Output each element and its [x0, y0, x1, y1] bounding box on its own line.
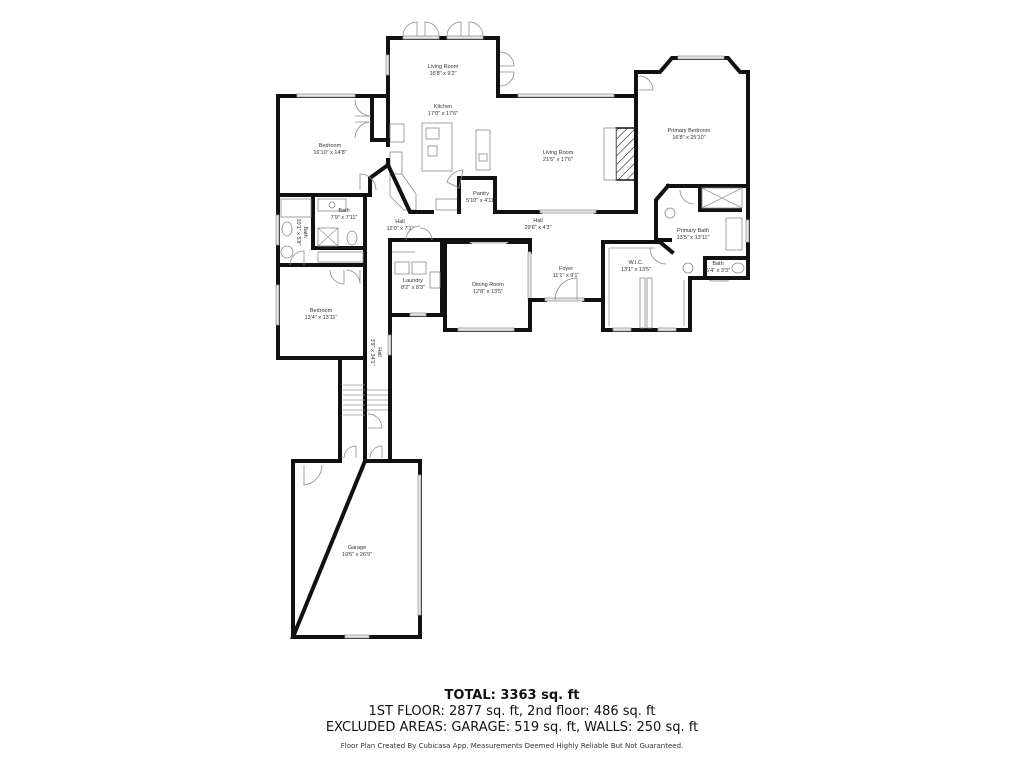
- stair-hall-walls: [338, 313, 392, 462]
- floor-areas: 1ST FLOOR: 2877 sq. ft, 2nd floor: 486 s…: [368, 704, 656, 719]
- garage-walls: [290, 459, 422, 639]
- kitchen-fixtures: [389, 122, 491, 211]
- laundry-walls: [388, 225, 444, 317]
- svg-text:W.I.C.13'1" x 13'5": W.I.C.13'1" x 13'5": [621, 260, 651, 273]
- svg-text:Hall3'9" x 34'1": Hall3'9" x 34'1": [369, 338, 382, 365]
- primary-bath-walls: [654, 183, 750, 282]
- excluded-areas: EXCLUDED AREAS: GARAGE: 519 sq. ft, WALL…: [325, 720, 699, 735]
- kitchen-lower-walls: [368, 158, 638, 214]
- credit-disclaimer: Floor Plan Created By Cubicasa App. Meas…: [340, 742, 684, 750]
- bedroom1-walls: [276, 93, 390, 197]
- pantry-walls: [446, 169, 497, 214]
- svg-text:Bath10'1" x 5'8": Bath10'1" x 5'8": [295, 218, 308, 245]
- bedroom2-walls: [275, 266, 367, 360]
- main-living-walls: [603, 94, 638, 214]
- left-baths-walls: [275, 193, 367, 267]
- wic-walls: [601, 240, 692, 332]
- total-area: TOTAL: 3363 sq. ft: [444, 688, 580, 703]
- room-name: Living Room: [428, 64, 459, 70]
- top-french-doors: [385, 21, 615, 98]
- room-dims: 16'8" x 9'2": [429, 71, 456, 77]
